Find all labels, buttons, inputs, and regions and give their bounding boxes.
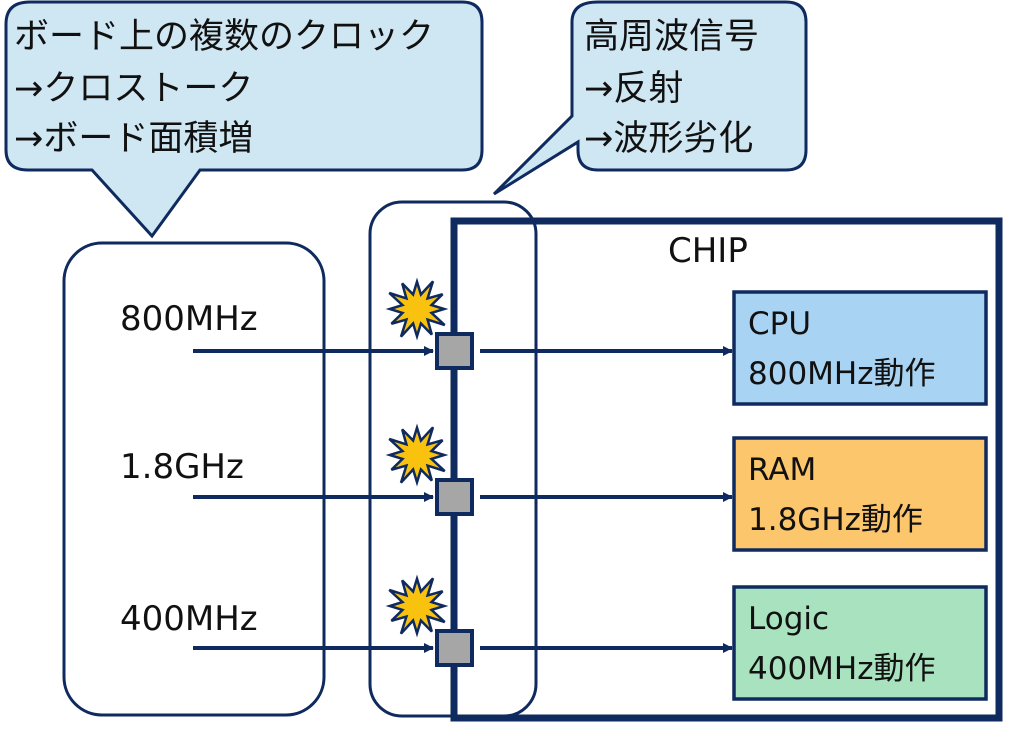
- io-pad-icon: [435, 332, 474, 370]
- chip-block-frequency: 800MHz動作: [748, 356, 936, 392]
- board-callout: ボード上の複数のクロック →クロストーク →ボード面積増: [4, 0, 484, 239]
- chip-block-name: Logic: [748, 601, 829, 637]
- chip-label: CHIP: [668, 231, 748, 271]
- crosstalk-burst-icon: [385, 574, 449, 638]
- chip-block-frequency: 400MHz動作: [748, 651, 936, 687]
- board-clock-label: 1.8GHz: [120, 447, 244, 487]
- signal-callout-line-1: 高周波信号: [584, 17, 759, 57]
- io-pad-icon: [435, 478, 474, 516]
- board-clock-label: 400MHz: [120, 599, 258, 639]
- chip-block-logic: [732, 585, 988, 701]
- signal-callout-line-2: →反射: [584, 69, 683, 109]
- signal-callout: 高周波信号 →反射 →波形劣化: [492, 0, 808, 196]
- crosstalk-burst-icon: [385, 423, 449, 487]
- clock-rows: 800MHz CPU 800MHz動作 1.8GHz RAM 1.8GHz動作 400MHz…: [120, 277, 988, 701]
- signal-callout-line-3: →波形劣化: [584, 119, 753, 159]
- board-clock-region: [62, 241, 326, 717]
- chip-block-ram: [732, 436, 988, 552]
- io-pad-icon: [435, 629, 474, 667]
- board-callout-bubble: [4, 0, 484, 239]
- signal-callout-bubble: [492, 0, 808, 196]
- board-callout-line-3: →ボード面積増: [14, 119, 253, 159]
- board-callout-line-2: →クロストーク: [14, 69, 253, 109]
- chip-outline: [450, 217, 1003, 722]
- board-clock-label: 800MHz: [120, 299, 258, 339]
- board-callout-line-1: ボード上の複数のクロック: [14, 17, 434, 57]
- chip-block-name: CPU: [748, 306, 811, 342]
- chip-block-name: RAM: [748, 452, 816, 488]
- chip-block-frequency: 1.8GHz動作: [748, 502, 923, 538]
- crosstalk-burst-icon: [385, 277, 449, 341]
- chip-block-cpu: [732, 290, 988, 406]
